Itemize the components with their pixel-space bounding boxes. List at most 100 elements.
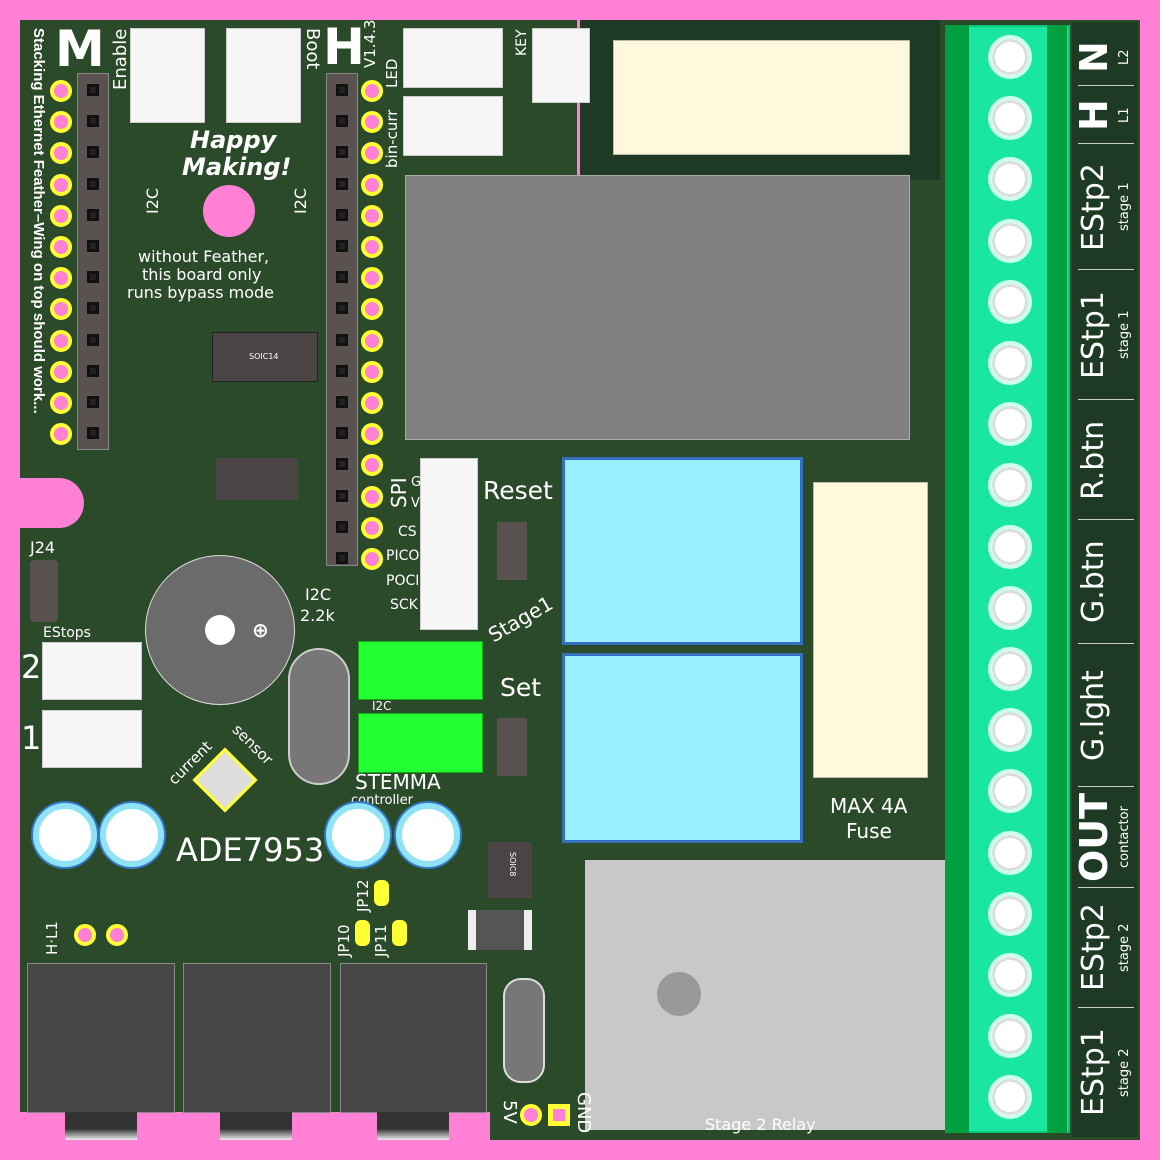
- terminal-screw[interactable]: [988, 463, 1032, 508]
- terminal-divider: [1078, 399, 1134, 400]
- stemma-connector-1: [358, 641, 483, 700]
- estops-label: EStops: [43, 625, 91, 641]
- terminal-screw[interactable]: [988, 157, 1032, 202]
- terminal-screw[interactable]: [988, 830, 1032, 875]
- terminal-screw[interactable]: [988, 708, 1032, 753]
- capacitor: [33, 803, 97, 867]
- soic8-label: SOIC8: [508, 852, 517, 877]
- usb-c-port[interactable]: [503, 978, 545, 1083]
- terminal-sublabel-1: L1: [1117, 107, 1132, 123]
- stemma-label: STEMMA: [355, 770, 441, 794]
- header-pad: [361, 485, 383, 508]
- terminal-screw[interactable]: [988, 953, 1032, 997]
- header-pad: [361, 454, 383, 477]
- estop-2-label: 2: [21, 648, 42, 686]
- terminal-label-4: R.btn: [1076, 420, 1111, 500]
- reset-diode: [497, 522, 527, 580]
- jp11-jumper[interactable]: [392, 920, 407, 946]
- set-label: Set: [500, 673, 542, 702]
- soic14-label: SOIC14: [249, 352, 279, 361]
- terminal-screw[interactable]: [988, 891, 1032, 936]
- note-line-2: this board only: [142, 265, 262, 284]
- terminal-screw[interactable]: [988, 585, 1032, 630]
- terminal-sublabel-8: stage 2: [1117, 923, 1132, 972]
- header-pad: [50, 173, 72, 196]
- key-connector: [532, 28, 590, 103]
- header-pad: [361, 111, 383, 134]
- audio-jack-1: [27, 963, 175, 1113]
- header-pin: [336, 240, 348, 252]
- making-text: Making!: [182, 153, 292, 181]
- terminal-screw[interactable]: [988, 341, 1032, 385]
- header-pin: [336, 520, 348, 533]
- spi-pin-poci: POCI: [386, 573, 420, 589]
- terminal-screw[interactable]: [988, 218, 1032, 263]
- logo-h: H: [323, 18, 365, 76]
- i2c-left-label: I2C: [143, 187, 162, 214]
- mounting-cutout: [20, 478, 84, 528]
- header-pin: [87, 115, 99, 128]
- terminal-divider: [1078, 269, 1134, 270]
- happy-text: Happy: [190, 126, 277, 154]
- terminal-label-6: G.lght: [1076, 670, 1111, 761]
- bin-curr-connector: [403, 96, 503, 156]
- header-pin: [87, 364, 99, 377]
- stage2-relay-socket: [585, 860, 948, 1130]
- header-pad: [50, 142, 72, 165]
- header-pin: [87, 427, 99, 440]
- header-pin: [87, 208, 99, 221]
- reset-relay: [562, 457, 803, 645]
- terminal-divider: [1078, 1007, 1134, 1008]
- spi-pin-v: V: [411, 496, 420, 511]
- stemma-i2c-label: I2C: [372, 699, 392, 713]
- header-pad: [50, 423, 72, 446]
- estop-1-connector: [42, 710, 142, 768]
- header-pad: [50, 236, 72, 258]
- header-pin: [336, 489, 348, 502]
- terminal-screw[interactable]: [988, 402, 1032, 447]
- jp10-jumper[interactable]: [355, 920, 370, 946]
- terminal-divider: [1078, 85, 1134, 86]
- terminal-divider: [1078, 519, 1134, 520]
- j24-jumper[interactable]: [30, 560, 58, 622]
- terminal-screw[interactable]: [988, 647, 1032, 691]
- voltage-regulator: [216, 458, 298, 500]
- terminal-screw[interactable]: [988, 279, 1032, 324]
- header-pad: [50, 80, 72, 102]
- note-line-1: without Feather,: [138, 247, 270, 266]
- terminal-screw[interactable]: [988, 524, 1032, 569]
- terminal-screw[interactable]: [988, 96, 1032, 141]
- terminal-screw[interactable]: [988, 1075, 1032, 1120]
- terminal-screw[interactable]: [988, 1014, 1032, 1059]
- terminal-block-edge: [1047, 25, 1067, 1133]
- header-pin: [336, 208, 348, 221]
- fuse-holder-top: [613, 40, 910, 155]
- buzzer-hole: [205, 615, 235, 645]
- soic14-chip: SOIC14: [212, 332, 318, 382]
- jp12-jumper[interactable]: [374, 880, 389, 906]
- spi-label: SPI: [387, 477, 411, 508]
- terminal-screw[interactable]: [988, 35, 1032, 79]
- mounting-hole: [203, 185, 255, 237]
- left-edge-text: Stacking Ethernet Feather–Wing on top sh…: [30, 28, 47, 414]
- note-line-3: runs bypass mode: [127, 283, 274, 302]
- boot-button[interactable]: [226, 28, 301, 123]
- header-pad: [361, 360, 383, 383]
- header-pad: [50, 298, 72, 321]
- header-pad: [50, 392, 72, 414]
- gnd-pad: [548, 1104, 570, 1126]
- 5v-label: 5V: [499, 1100, 520, 1124]
- capacitor: [326, 803, 390, 867]
- enable-button[interactable]: [130, 28, 205, 123]
- header-pin: [336, 364, 348, 377]
- j24-label: J24: [30, 538, 56, 557]
- terminal-block-edge: [945, 25, 969, 1133]
- header-pin: [336, 84, 348, 96]
- header-pad: [361, 298, 383, 321]
- terminal-screw[interactable]: [988, 769, 1032, 814]
- terminal-divider: [1078, 643, 1134, 644]
- header-pin: [87, 396, 99, 408]
- capacitor: [100, 803, 164, 867]
- inductor: [468, 910, 532, 950]
- terminal-label-7: OUT: [1072, 792, 1116, 883]
